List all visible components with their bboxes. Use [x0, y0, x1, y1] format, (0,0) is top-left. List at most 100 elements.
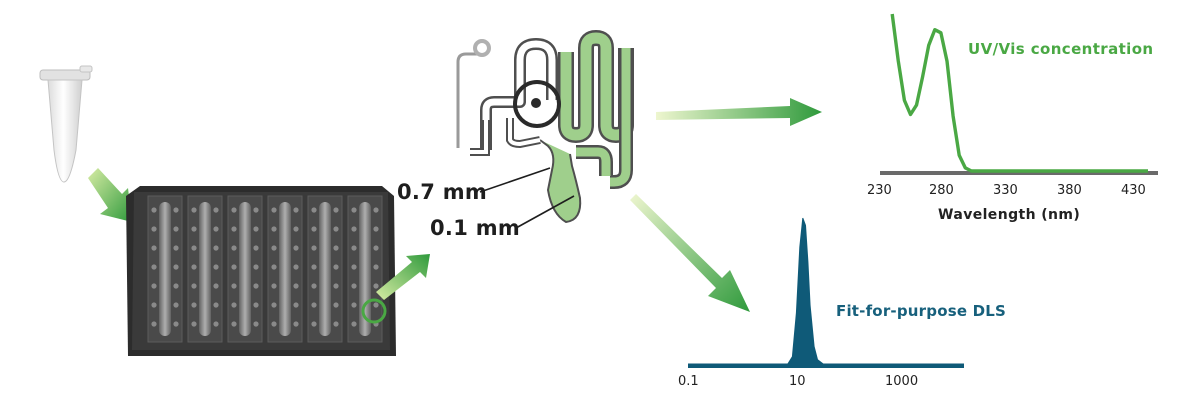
chip-well	[173, 226, 179, 232]
chip-well	[191, 321, 197, 327]
chip-well	[311, 283, 317, 289]
sample-tube-icon	[39, 65, 93, 183]
chip-well	[333, 283, 339, 289]
selected-chip-highlight	[361, 298, 387, 324]
dls-tick-label: 0.1	[678, 374, 699, 389]
chip-well	[333, 207, 339, 213]
channel-depth-label: 0.1 mm	[430, 216, 521, 240]
chip-well	[213, 283, 219, 289]
chip-well	[293, 283, 299, 289]
chip-well	[293, 207, 299, 213]
chip-well	[271, 207, 277, 213]
chip-well	[191, 302, 197, 308]
uv-chart-title: UV/Vis concentration	[968, 40, 1154, 58]
uv-tick-label: 230	[867, 183, 892, 198]
chip-well	[231, 226, 237, 232]
chip-well	[173, 302, 179, 308]
chip-well	[213, 264, 219, 270]
chip-lane-channel	[159, 202, 171, 336]
dls-series-area	[688, 217, 964, 365]
chip-well	[293, 226, 299, 232]
chip-well	[213, 321, 219, 327]
chip-well	[293, 245, 299, 251]
chip-well	[351, 283, 357, 289]
chip-well	[191, 226, 197, 232]
chip-lane-channel	[319, 202, 331, 336]
chip-well	[311, 264, 317, 270]
chip-well	[173, 321, 179, 327]
chip-well	[311, 321, 317, 327]
chip-well	[151, 245, 157, 251]
chip-well	[213, 302, 219, 308]
arrow-icon	[630, 194, 750, 312]
chip-well	[191, 264, 197, 270]
chip-well	[311, 226, 317, 232]
chip-well	[231, 321, 237, 327]
chip-well	[151, 264, 157, 270]
uv-vis-chart	[880, 13, 1158, 175]
leader-line	[479, 167, 551, 193]
chip-well	[151, 321, 157, 327]
uv-tick-label: 330	[993, 183, 1018, 198]
arrow-icon	[88, 168, 132, 222]
chip-well	[271, 321, 277, 327]
chip-well	[333, 264, 339, 270]
chip-plate-icon	[126, 186, 396, 356]
chip-well	[373, 283, 379, 289]
uv-series-line	[890, 13, 1148, 173]
chip-well	[173, 245, 179, 251]
channel-width-label: 0.7 mm	[397, 180, 488, 204]
chip-well	[213, 226, 219, 232]
chip-well	[311, 245, 317, 251]
chip-well	[333, 321, 339, 327]
leader-line	[515, 195, 575, 229]
chip-well	[271, 283, 277, 289]
chip-well	[373, 245, 379, 251]
chip-well	[253, 321, 259, 327]
chip-well	[191, 283, 197, 289]
dls-tick-label: 10	[789, 374, 806, 389]
chip-well	[253, 245, 259, 251]
chip-well	[351, 302, 357, 308]
chip-well	[231, 264, 237, 270]
uv-tick-label: 280	[929, 183, 954, 198]
chip-well	[351, 245, 357, 251]
chip-well	[173, 283, 179, 289]
chip-lane-channel	[279, 202, 291, 336]
dls-tick-label: 1000	[885, 374, 919, 389]
chip-lane-channel	[199, 202, 211, 336]
microfluidic-channel-icon	[456, 30, 634, 224]
chip-well	[213, 207, 219, 213]
chip-well	[293, 264, 299, 270]
chip-well	[373, 207, 379, 213]
chip-well	[253, 264, 259, 270]
chip-well	[373, 302, 379, 308]
chip-well	[311, 207, 317, 213]
chip-well	[351, 264, 357, 270]
chip-well	[351, 207, 357, 213]
chip-well	[373, 226, 379, 232]
chip-well	[151, 302, 157, 308]
chip-lane-channel	[239, 202, 251, 336]
chip-well	[151, 283, 157, 289]
chip-well	[253, 226, 259, 232]
chip-well	[173, 207, 179, 213]
uv-tick-label: 380	[1057, 183, 1082, 198]
chip-well	[253, 207, 259, 213]
dls-chart-title: Fit-for-purpose DLS	[836, 302, 1007, 320]
uv-tick-label: 430	[1121, 183, 1146, 198]
chip-well	[351, 321, 357, 327]
dls-chart	[688, 217, 964, 368]
arrow-icon	[376, 254, 430, 300]
chip-well	[351, 226, 357, 232]
chip-well	[293, 302, 299, 308]
chip-well	[333, 226, 339, 232]
uv-x-axis-title: Wavelength (nm)	[938, 207, 1081, 223]
chip-well	[231, 207, 237, 213]
chip-well	[333, 245, 339, 251]
chip-well	[231, 245, 237, 251]
chip-well	[191, 245, 197, 251]
chip-well	[253, 283, 259, 289]
chip-well	[311, 302, 317, 308]
